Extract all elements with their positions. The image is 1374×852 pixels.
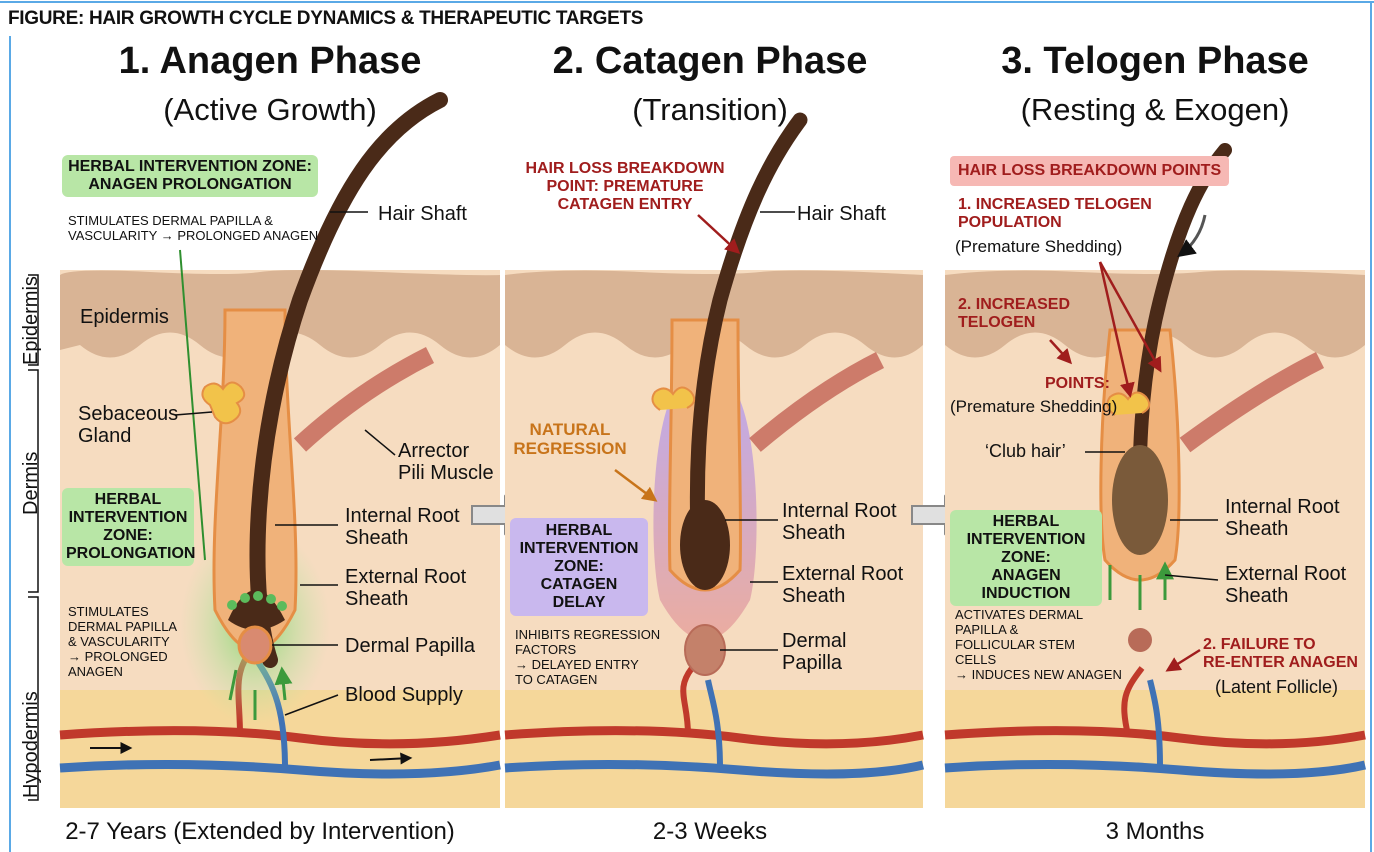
anagen-zone-mid-title: HERBAL INTERVENTION ZONE: PROLONGATION	[62, 488, 194, 566]
phase-2-title: 2. Catagen Phase	[490, 40, 930, 83]
phase-3-subtitle: (Resting & Exogen)	[935, 92, 1374, 128]
phase-2-subtitle: (Transition)	[490, 92, 930, 128]
phase-1-duration: 2-7 Years (Extended by Intervention)	[40, 818, 480, 846]
catagen-irs-label: Internal Root Sheath	[782, 500, 897, 544]
anagen-hair-shaft-label: Hair Shaft	[378, 203, 467, 225]
telogen-failure-sub: (Latent Follicle)	[1215, 676, 1338, 698]
phase-1-title: 1. Anagen Phase	[50, 40, 490, 83]
catagen-zone-title: HERBAL INTERVENTION ZONE: CATAGEN DELAY	[510, 518, 648, 616]
telogen-point-2: 2. INCREASED TELOGEN	[958, 296, 1070, 332]
layer-label-epidermis: Epidermis	[20, 276, 43, 365]
anagen-sebaceous-label: Sebaceous Gland	[78, 403, 178, 447]
anagen-zone-top-desc: STIMULATES DERMAL PAPILLA & VASCULARITY …	[68, 213, 318, 243]
telogen-zone-title: HERBAL INTERVENTION ZONE: ANAGEN INDUCTI…	[950, 510, 1102, 606]
telogen-points-sub: (Premature Shedding)	[950, 396, 1117, 418]
telogen-point-1: 1. INCREASED TELOGEN POPULATION	[958, 196, 1152, 232]
catagen-hair-shaft-label: Hair Shaft	[797, 203, 886, 225]
anagen-zone-mid-desc: STIMULATES DERMAL PAPILLA & VASCULARITY …	[68, 604, 177, 679]
catagen-dermal-papilla-label: Dermal Papilla	[782, 630, 846, 674]
catagen-ers-label: External Root Sheath	[782, 563, 903, 607]
layer-label-dermis: Dermis	[20, 452, 43, 515]
phase-3-title: 3. Telogen Phase	[935, 40, 1374, 83]
phase-1-subtitle: (Active Growth)	[50, 92, 490, 128]
telogen-failure-label: 2. FAILURE TO RE-ENTER ANAGEN	[1203, 636, 1358, 672]
phase-3-duration: 3 Months	[935, 818, 1374, 846]
phase-2-duration: 2-3 Weeks	[490, 818, 930, 846]
telogen-point-1-sub: (Premature Shedding)	[955, 236, 1122, 258]
anagen-dermal-papilla-label: Dermal Papilla	[345, 635, 475, 657]
telogen-irs-label: Internal Root Sheath	[1225, 496, 1340, 540]
telogen-ers-label: External Root Sheath	[1225, 563, 1346, 607]
catagen-breakdown-label: HAIR LOSS BREAKDOWN POINT: PREMATURE CAT…	[525, 160, 725, 214]
layer-label-hypodermis: Hypodermis	[20, 691, 43, 798]
anagen-irs-label: Internal Root Sheath	[345, 505, 460, 549]
anagen-arrector-label: Arrector Pili Muscle	[398, 440, 494, 484]
catagen-zone-desc: INHIBITS REGRESSION FACTORS → DELAYED EN…	[515, 627, 660, 687]
anagen-blood-supply-label: Blood Supply	[345, 684, 463, 706]
telogen-zone-desc: ACTIVATES DERMAL PAPILLA & FOLLICULAR ST…	[955, 607, 1122, 682]
telogen-breakdown-header: HAIR LOSS BREAKDOWN POINTS	[950, 156, 1229, 186]
anagen-epidermis-label: Epidermis	[80, 306, 169, 328]
catagen-natural-regression-label: NATURAL REGRESSION	[510, 420, 630, 458]
telogen-points-label: POINTS:	[1045, 375, 1110, 393]
telogen-club-hair-label: ‘Club hair’	[985, 440, 1066, 462]
anagen-ers-label: External Root Sheath	[345, 566, 466, 610]
anagen-zone-top-title: HERBAL INTERVENTION ZONE: ANAGEN PROLONG…	[62, 155, 318, 197]
